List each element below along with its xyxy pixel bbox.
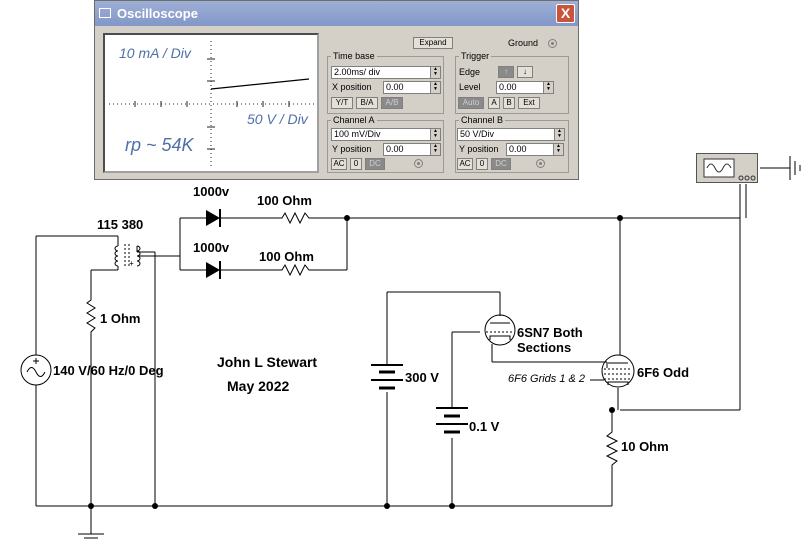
transformer-plus-mark: + <box>129 259 134 268</box>
channel-b-group <box>455 120 569 173</box>
channel-b-ypos-value: 0.00 <box>509 144 527 154</box>
edge-label: Edge <box>459 67 481 77</box>
level-value: 0.00 <box>499 82 517 92</box>
ext-button[interactable]: Ext <box>518 97 540 109</box>
resistor-1ohm <box>86 296 96 336</box>
timebase-title: Time base <box>331 51 377 61</box>
close-button[interactable]: X <box>556 4 575 23</box>
transformer-label: 115 380 <box>97 217 144 232</box>
edge-falling-icon[interactable]: ↓ <box>517 66 533 78</box>
resistor-top-label: 100 Ohm <box>257 193 312 208</box>
scope-trace <box>210 78 310 90</box>
channel-b-dc-button[interactable]: DC <box>491 158 511 170</box>
resistor-10ohm-label: 10 Ohm <box>621 439 669 454</box>
tube-6f6-label: 6F6 Odd <box>637 365 690 380</box>
channel-a-terminal[interactable] <box>414 159 423 168</box>
battery-300v-label: 300 V <box>405 370 439 385</box>
channel-b-title: Channel B <box>459 115 506 125</box>
channel-b-terminal[interactable] <box>536 159 545 168</box>
channel-a-ypos-label: Y position <box>332 144 372 154</box>
battery-0p1v <box>436 407 468 434</box>
tube-6sn7-label-2: Sections <box>517 340 572 355</box>
channel-a-scale-value: 100 mV/Div <box>334 129 381 139</box>
resistor-top <box>278 211 312 225</box>
diode-top <box>206 209 221 227</box>
edge-rising-icon[interactable]: ↑ <box>498 66 514 78</box>
level-spinner[interactable]: 0.00 ▲▼ <box>496 81 554 94</box>
channel-b-ypos-label: Y position <box>459 144 499 154</box>
tube-6sn7-label-1: 6SN7 Both <box>517 325 583 340</box>
timebase-value: 2.00ms/ div <box>334 67 381 77</box>
spinner-arrows-icon[interactable]: ▲▼ <box>553 144 563 155</box>
ground-symbol-scope <box>789 156 801 180</box>
rp-note: rp ~ 54K <box>125 135 194 155</box>
ground-label: Ground <box>508 38 539 48</box>
oscilloscope-title: Oscilloscope <box>117 6 198 21</box>
channel-a-dc-button[interactable]: DC <box>365 158 385 170</box>
ground-symbol-main <box>78 506 104 539</box>
channel-b-scale-spinner[interactable]: 50 V/Div ▲▼ <box>457 128 565 141</box>
channel-a-ypos-value: 0.00 <box>386 144 404 154</box>
grid-note-label: 6F6 Grids 1 & 2 <box>508 373 586 385</box>
oscilloscope-titlebar[interactable]: Oscilloscope X <box>95 1 578 26</box>
spinner-arrows-icon[interactable]: ▲▼ <box>430 129 440 140</box>
channel-b-ypos-spinner[interactable]: 0.00 ▲▼ <box>506 143 564 156</box>
ab-button[interactable]: A/B <box>381 97 403 109</box>
ba-button[interactable]: B/A <box>356 97 378 109</box>
channel-b-ac-button[interactable]: AC <box>457 158 473 170</box>
author-label: John L Stewart <box>217 354 318 370</box>
spinner-arrows-icon[interactable]: ▲▼ <box>430 144 440 155</box>
spinner-arrows-icon[interactable]: ▲▼ <box>430 67 440 78</box>
ac-source <box>20 354 52 386</box>
channel-b-zero-button[interactable]: 0 <box>476 158 488 170</box>
transformer <box>114 244 141 268</box>
level-label: Level <box>459 82 481 92</box>
oscilloscope-instrument-icon[interactable] <box>696 153 758 183</box>
spinner-arrows-icon[interactable]: ▲▼ <box>430 82 440 93</box>
x-scale-note: 50 V / Div <box>247 111 308 127</box>
channel-a-group <box>327 120 444 173</box>
date-label: May 2022 <box>227 378 290 394</box>
scope-screen: 10 mA / Div 50 V / Div rp ~ 54K <box>103 33 319 173</box>
channel-a-zero-button[interactable]: 0 <box>350 158 362 170</box>
timebase-group <box>327 56 444 114</box>
trigger-b-button[interactable]: B <box>503 97 515 109</box>
expand-button[interactable]: Expand <box>413 37 453 49</box>
resistor-bottom <box>278 263 312 277</box>
auto-button[interactable]: Auto <box>458 97 484 109</box>
trigger-a-button[interactable]: A <box>488 97 500 109</box>
diode-top-label: 1000v <box>193 184 230 199</box>
window-app-icon <box>99 8 111 18</box>
battery-300v <box>371 364 403 390</box>
timebase-spinner[interactable]: 2.00ms/ div ▲▼ <box>331 66 441 79</box>
diode-bottom <box>206 261 221 279</box>
resistor-bottom-label: 100 Ohm <box>259 249 314 264</box>
tube-6f6 <box>601 354 635 388</box>
timebase-xpos-spinner[interactable]: 0.00 ▲▼ <box>383 81 441 94</box>
channel-a-title: Channel A <box>331 115 377 125</box>
trigger-title: Trigger <box>459 51 492 61</box>
spinner-arrows-icon[interactable]: ▲▼ <box>554 129 564 140</box>
yt-button[interactable]: Y/T <box>331 97 353 109</box>
ground-terminal[interactable] <box>548 39 557 48</box>
timebase-xpos-value: 0.00 <box>386 82 404 92</box>
channel-a-scale-spinner[interactable]: 100 mV/Div ▲▼ <box>331 128 441 141</box>
trigger-group <box>455 56 569 114</box>
channel-b-scale-value: 50 V/Div <box>460 129 495 139</box>
source-label: 140 V/60 Hz/0 Deg <box>53 363 164 378</box>
y-scale-note: 10 mA / Div <box>119 45 191 61</box>
channel-a-ypos-spinner[interactable]: 0.00 ▲▼ <box>383 143 441 156</box>
battery-0p1v-label: 0.1 V <box>469 419 500 434</box>
channel-a-ac-button[interactable]: AC <box>331 158 347 170</box>
oscilloscope-window: Oscilloscope X 10 mA / Div 50 V / Div r <box>94 0 579 180</box>
diode-bottom-label: 1000v <box>193 240 230 255</box>
resistor-10ohm <box>605 428 619 468</box>
spinner-arrows-icon[interactable]: ▲▼ <box>543 82 553 93</box>
tube-6sn7 <box>484 314 516 346</box>
resistor-1ohm-label: 1 Ohm <box>100 311 141 326</box>
timebase-xpos-label: X position <box>332 82 372 92</box>
